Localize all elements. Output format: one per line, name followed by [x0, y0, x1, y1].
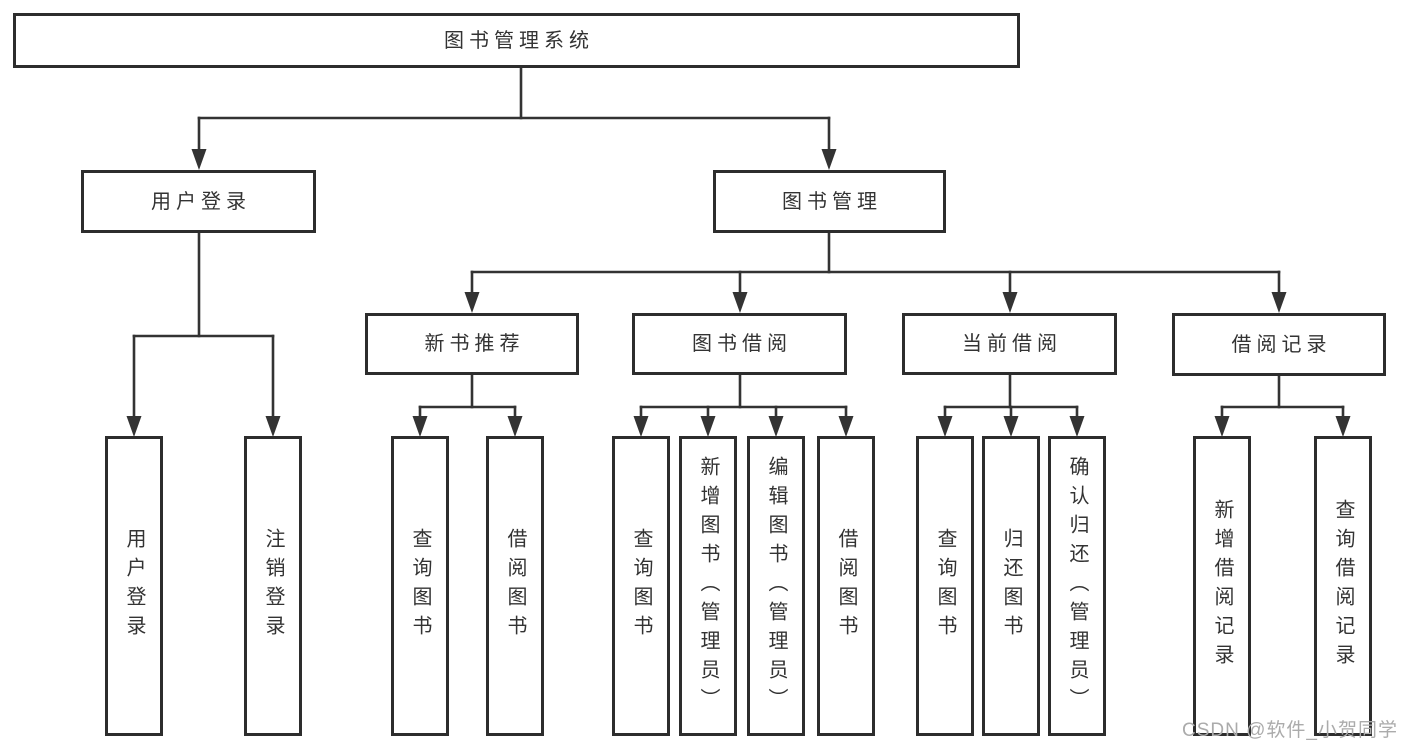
node-label: 图书管理	[782, 190, 882, 213]
node-borrowing-records: 借阅记录	[1172, 313, 1386, 376]
leaf-return-books: 归还图书	[982, 436, 1040, 736]
leaf-borrow-books-recommend: 借阅图书	[486, 436, 544, 736]
node-current-borrowing: 当前借阅	[902, 313, 1117, 375]
node-label: 图书借阅	[692, 333, 792, 355]
leaf-label: 查询图书	[934, 528, 956, 644]
leaf-label: 归还图书	[1000, 528, 1022, 644]
node-label: 用户登录	[151, 190, 251, 213]
leaf-confirm-return-admin: 确认归还（管理员）	[1048, 436, 1106, 736]
node-label: 当前借阅	[962, 333, 1062, 355]
node-label: 新书推荐	[424, 333, 525, 355]
leaf-label: 编辑图书（管理员）	[765, 455, 787, 717]
leaf-label: 查询图书	[409, 528, 431, 644]
leaf-query-books-recommend: 查询图书	[391, 436, 449, 736]
leaf-query-borrow-record: 查询借阅记录	[1314, 436, 1372, 736]
leaf-label: 用户登录	[123, 528, 145, 644]
leaf-query-books-borrow: 查询图书	[612, 436, 670, 736]
node-book-management: 图书管理	[713, 170, 946, 233]
leaf-label: 查询借阅记录	[1332, 499, 1354, 673]
node-book-borrowing: 图书借阅	[632, 313, 847, 375]
leaf-label: 新增图书（管理员）	[697, 455, 719, 717]
leaf-add-book-admin: 新增图书（管理员）	[679, 436, 737, 736]
leaf-query-books-current: 查询图书	[916, 436, 974, 736]
node-new-book-recommend: 新书推荐	[365, 313, 579, 375]
node-label: 图书管理系统	[444, 29, 594, 52]
leaf-label: 注销登录	[262, 528, 284, 644]
leaf-user-login: 用户登录	[105, 436, 163, 736]
node-user-login: 用户登录	[81, 170, 316, 233]
leaf-label: 查询图书	[630, 528, 652, 644]
watermark: CSDN @软件_小贺同学	[1182, 720, 1398, 741]
leaf-label: 借阅图书	[835, 528, 857, 644]
node-label: 借阅记录	[1231, 333, 1332, 356]
leaf-edit-book-admin: 编辑图书（管理员）	[747, 436, 805, 736]
leaf-label: 新增借阅记录	[1211, 499, 1233, 673]
leaf-borrow-books: 借阅图书	[817, 436, 875, 736]
leaf-label: 确认归还（管理员）	[1066, 455, 1088, 717]
leaf-logout: 注销登录	[244, 436, 302, 736]
leaf-label: 借阅图书	[504, 528, 526, 644]
node-library-management-system: 图书管理系统	[13, 13, 1020, 68]
leaf-add-borrow-record: 新增借阅记录	[1193, 436, 1251, 736]
